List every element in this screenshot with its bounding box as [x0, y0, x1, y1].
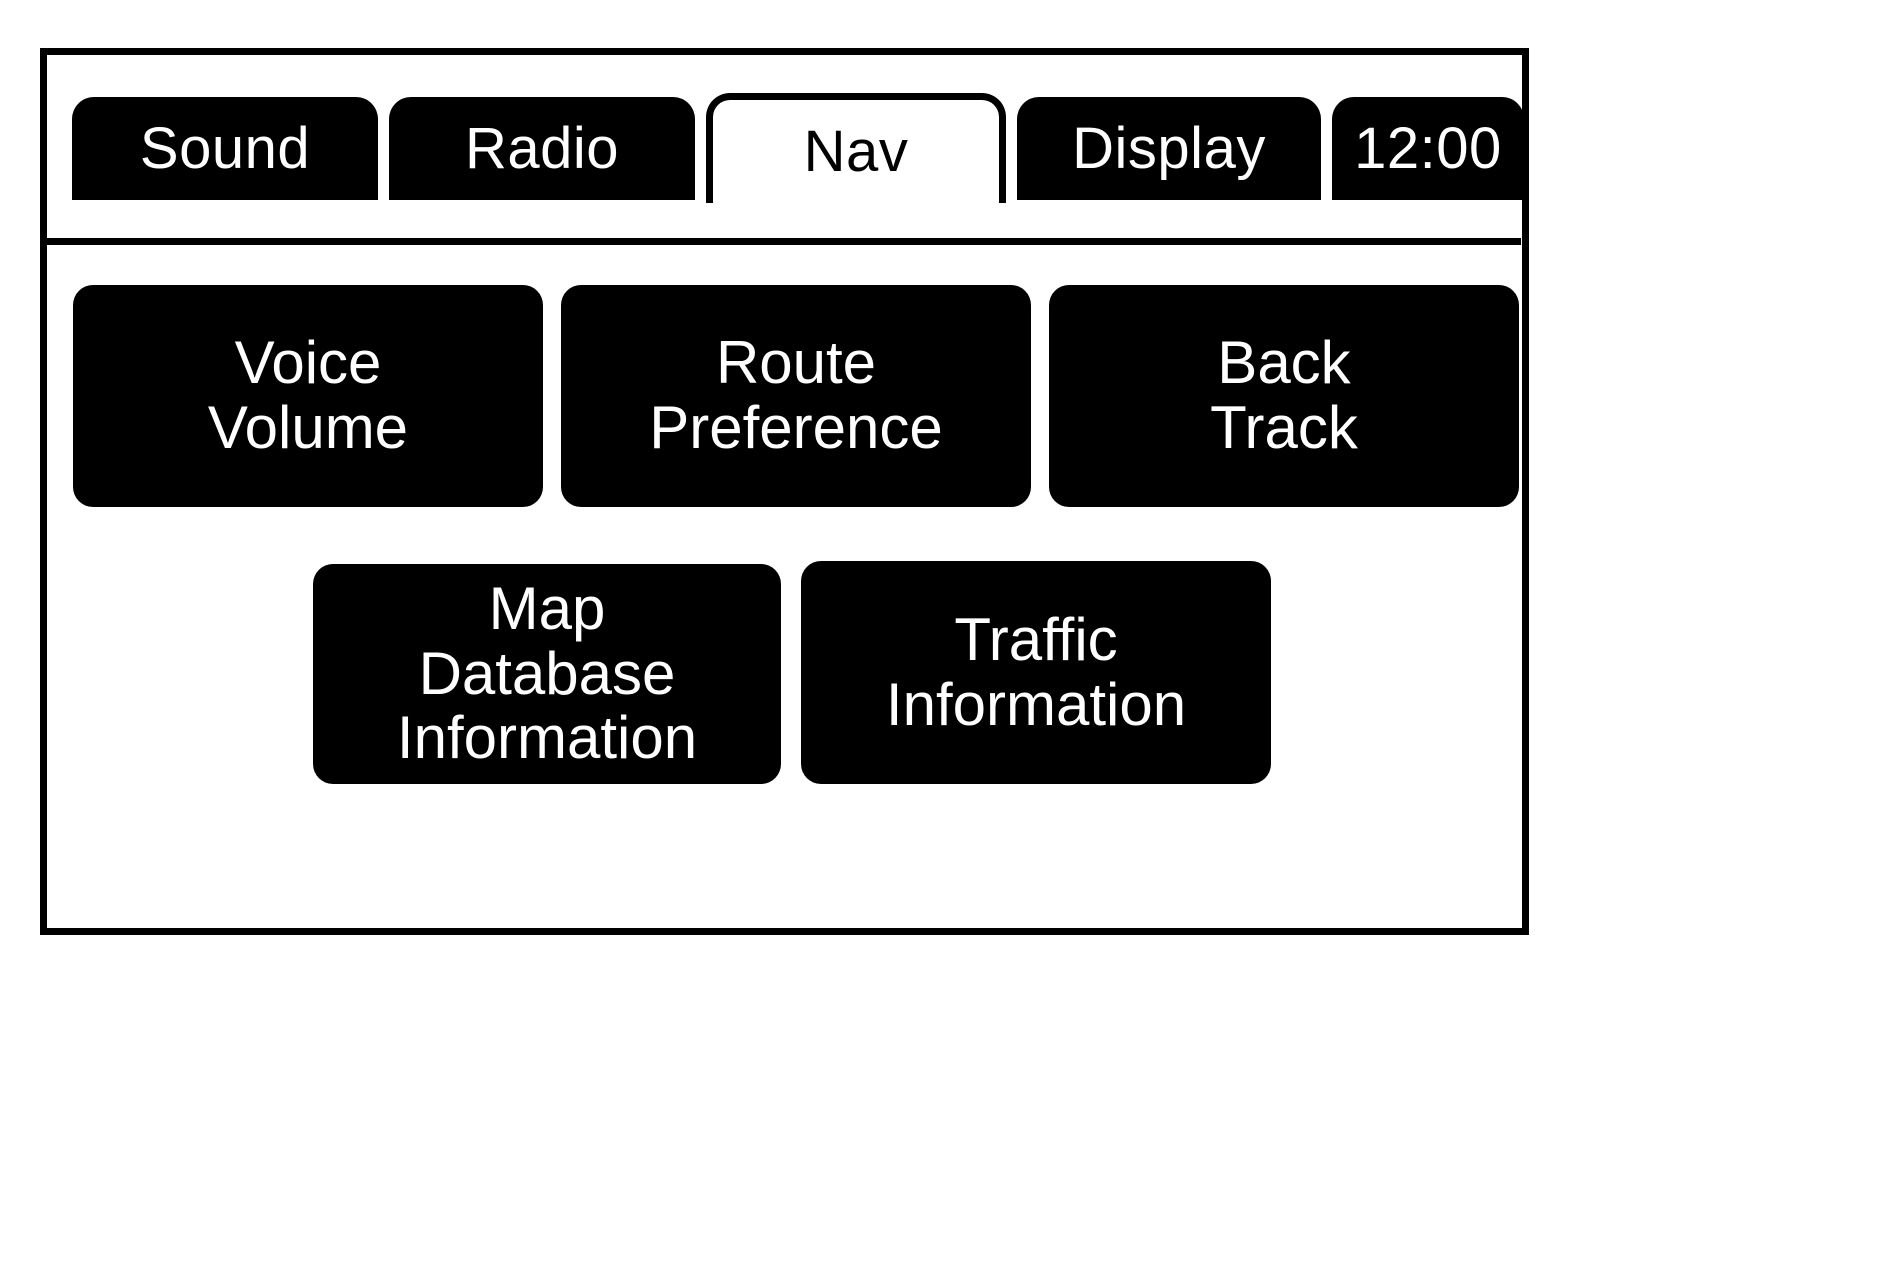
- traffic-information-label-line1: Traffic: [954, 605, 1118, 673]
- tab-nav-label: Nav: [803, 118, 909, 184]
- route-preference-label-line1: Route: [715, 329, 877, 397]
- tab-nav[interactable]: Nav: [706, 93, 1006, 203]
- clock-label: 12:00: [1354, 115, 1502, 181]
- map-database-label-line3: Information: [396, 704, 698, 772]
- traffic-information-button[interactable]: Traffic Information: [801, 561, 1271, 784]
- tab-sound-label: Sound: [139, 115, 311, 181]
- nav-menu-content: Voice Volume Route Preference Back Track…: [47, 203, 1522, 928]
- tab-display-label: Display: [1072, 115, 1266, 181]
- tab-radio[interactable]: Radio: [389, 97, 695, 200]
- map-database-label-line1: Map: [488, 574, 606, 642]
- tab-bar-underline: [46, 238, 1521, 245]
- tab-display[interactable]: Display: [1017, 97, 1321, 200]
- map-database-information-button[interactable]: Map Database Information: [313, 564, 781, 784]
- tab-clock[interactable]: 12:00: [1332, 97, 1524, 200]
- route-preference-label-line2: Preference: [649, 394, 943, 461]
- tab-bar: Sound Radio Nav Display 12:00: [46, 93, 1535, 245]
- navigation-screen-frame: Sound Radio Nav Display 12:00 Voice Volu…: [40, 48, 1529, 935]
- back-track-label-line2: Track: [1210, 394, 1358, 461]
- voice-volume-label-line1: Voice: [234, 329, 382, 397]
- voice-volume-button[interactable]: Voice Volume: [73, 285, 543, 507]
- voice-volume-label-line2: Volume: [207, 394, 409, 461]
- traffic-information-label-line2: Information: [885, 670, 1187, 738]
- tab-sound[interactable]: Sound: [72, 97, 378, 200]
- back-track-button[interactable]: Back Track: [1049, 285, 1519, 507]
- route-preference-button[interactable]: Route Preference: [561, 285, 1031, 507]
- back-track-label-line1: Back: [1217, 329, 1351, 397]
- map-database-label-line2: Database: [418, 639, 676, 707]
- tab-radio-label: Radio: [464, 115, 620, 181]
